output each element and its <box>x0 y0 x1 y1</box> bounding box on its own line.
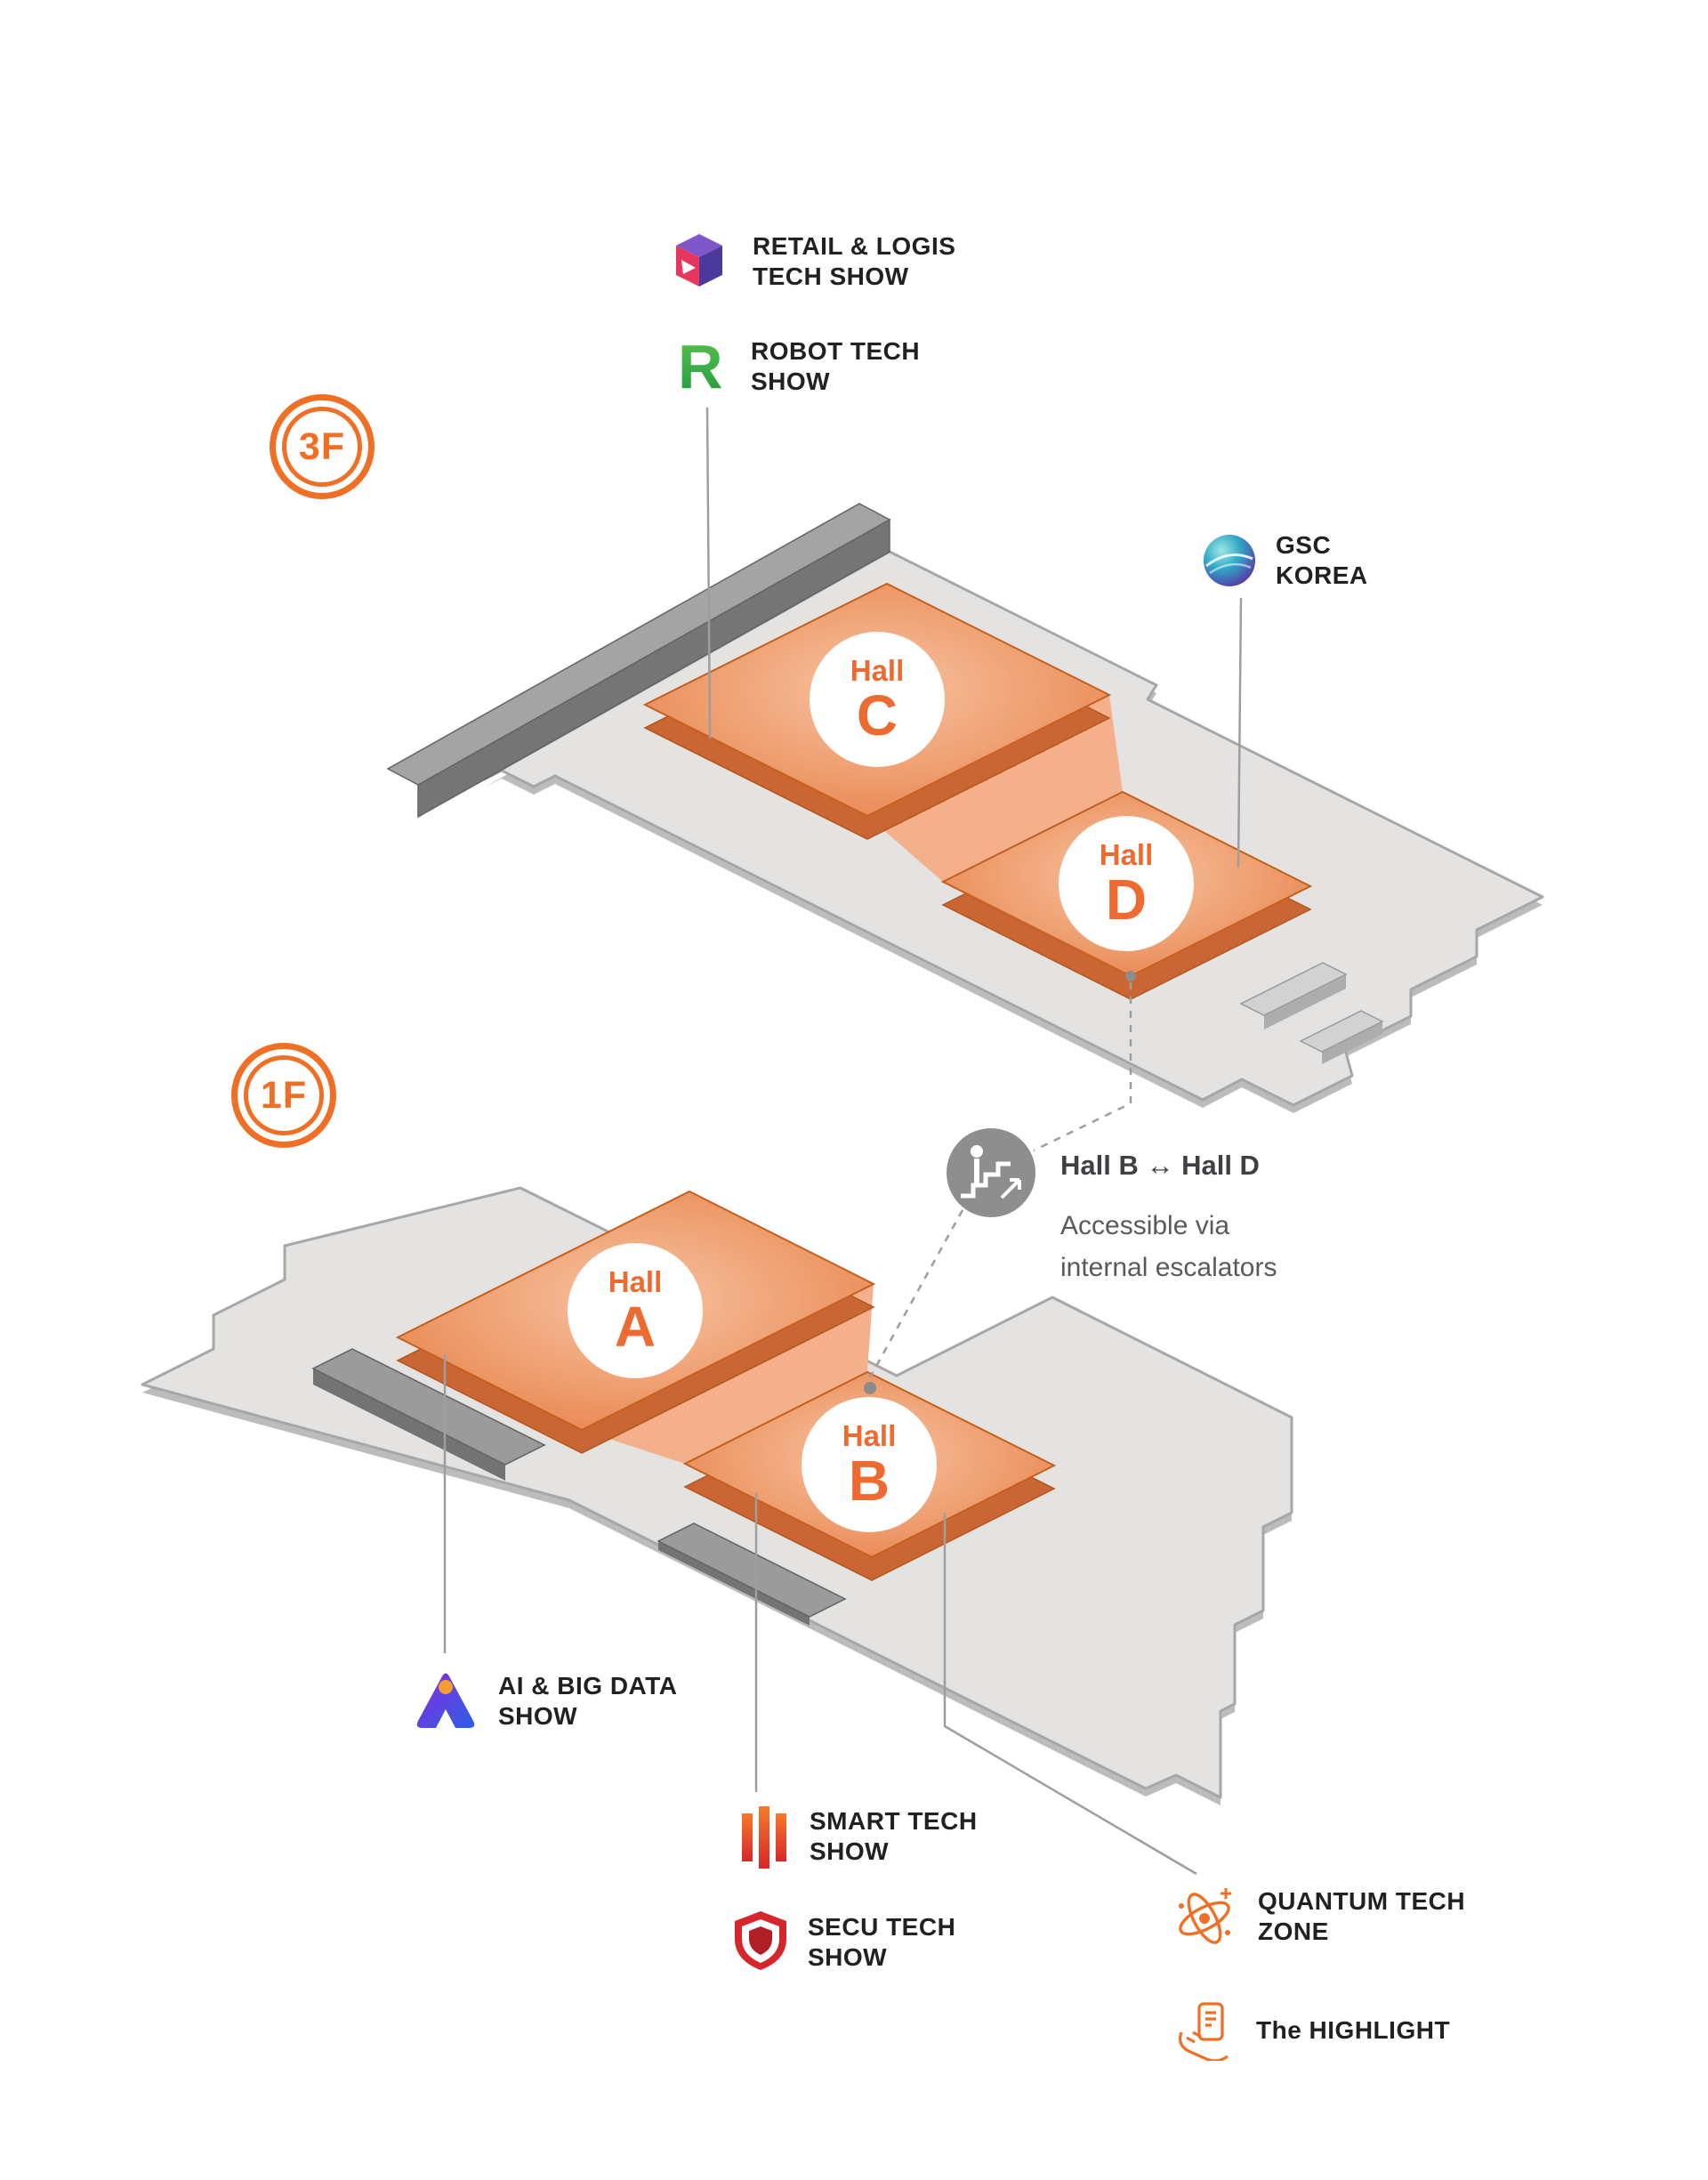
legend-secu-line1: SECU TECH <box>808 1913 956 1941</box>
hall-marker-d[interactable]: Hall D <box>1059 816 1194 951</box>
route-dot-halld <box>1125 971 1136 981</box>
hall-word: Hall <box>842 1418 897 1452</box>
legend-smart-line2: SHOW <box>810 1837 890 1865</box>
route-dashed-upper <box>1033 982 1132 1152</box>
legend-highlight-line1: The HIGHLIGHT <box>1256 2016 1451 2044</box>
hall-word: Hall <box>850 653 905 687</box>
hall-letter: D <box>1105 867 1148 932</box>
legend-secu-tech[interactable]: SECU TECH SHOW <box>731 1908 955 1977</box>
legend-quantum-line2: ZONE <box>1258 1918 1329 1945</box>
legend-ai-line2: SHOW <box>498 1702 578 1730</box>
escalator-note-desc-line2: internal escalators <box>1060 1253 1277 1282</box>
quantum-atom-icon <box>1179 1888 1231 1944</box>
legend-the-highlight[interactable]: The HIGHLIGHT <box>1172 2000 1450 2061</box>
secu-shield-icon <box>735 1911 786 1970</box>
legend-gsc-line2: KOREA <box>1276 561 1368 589</box>
hall-word: Hall <box>608 1264 663 1298</box>
legend-robot-line2: SHOW <box>751 367 831 395</box>
floor-badge-1f-label: 1F <box>260 1073 308 1117</box>
gsc-globe-icon <box>1204 535 1255 586</box>
route-hallb-halld <box>864 971 1136 1394</box>
wall-strip-1f-b <box>657 1522 847 1626</box>
legend-secu-line2: SHOW <box>808 1943 888 1971</box>
floor-3f-plan <box>386 503 1544 1113</box>
leader-line-retail-robot <box>705 407 712 739</box>
hall-marker-c[interactable]: Hall C <box>810 632 945 767</box>
leader-lines <box>443 407 1243 1876</box>
svg-text:R: R <box>678 335 723 399</box>
robot-r-icon: R <box>678 335 723 399</box>
hall-word: Hall <box>1099 837 1154 871</box>
legend-robot-tech[interactable]: R ROBOT TECH SHOW <box>674 335 920 399</box>
leader-line-gsc <box>1237 597 1243 868</box>
route-dot-hallb <box>864 1382 876 1394</box>
smart-tech-bars-icon <box>742 1806 786 1869</box>
route-dashed-lower <box>868 1209 964 1378</box>
wall-strip-1f-a <box>311 1348 546 1481</box>
hall-marker-a[interactable]: Hall A <box>568 1243 703 1378</box>
retail-logis-cube-icon <box>676 234 722 287</box>
legend-quantum-tech[interactable]: QUANTUM TECH ZONE <box>1169 1881 1465 1952</box>
floor-badge-3f: 3F <box>270 394 375 499</box>
legend-gsc-korea[interactable]: GSC KOREA <box>1201 530 1368 591</box>
escalator-icon[interactable] <box>947 1128 1035 1217</box>
back-wall-3f <box>386 503 891 819</box>
hall-letter: B <box>848 1448 890 1513</box>
hall-marker-b[interactable]: Hall B <box>802 1397 937 1532</box>
legend-gsc-line1: GSC <box>1276 531 1332 559</box>
floor-badge-3f-label: 3F <box>298 424 346 468</box>
legend-quantum-line1: QUANTUM TECH <box>1258 1887 1466 1915</box>
stair-blocks-3f <box>1239 962 1384 1064</box>
ai-bigdata-triangle-icon <box>416 1673 475 1728</box>
escalator-note: Hall B ↔ Hall D Accessible via internal … <box>1060 1150 1277 1288</box>
escalator-note-title: Hall B ↔ Hall D <box>1060 1150 1260 1181</box>
floor-badge-1f: 1F <box>231 1043 336 1148</box>
legend-ai-bigdata[interactable]: AI & BIG DATA SHOW <box>411 1666 677 1737</box>
legend-smart-line1: SMART TECH <box>810 1807 978 1835</box>
legend-retail-line1: RETAIL & LOGIS <box>753 232 956 260</box>
legend-smart-tech[interactable]: SMART TECH SHOW <box>737 1799 978 1874</box>
hall-letter: C <box>856 682 898 747</box>
highlight-hand-phone-icon <box>1179 2002 1229 2061</box>
legend-retail-line2: TECH SHOW <box>753 262 909 290</box>
legend-robot-line1: ROBOT TECH <box>751 337 921 365</box>
escalator-note-desc-line1: Accessible via <box>1060 1211 1230 1240</box>
legend-retail-logis[interactable]: RETAIL & LOGIS TECH SHOW <box>664 230 955 294</box>
leader-line-quantum <box>943 1513 1197 1876</box>
hall-letter: A <box>614 1294 657 1359</box>
legend-ai-line1: AI & BIG DATA <box>498 1672 678 1700</box>
